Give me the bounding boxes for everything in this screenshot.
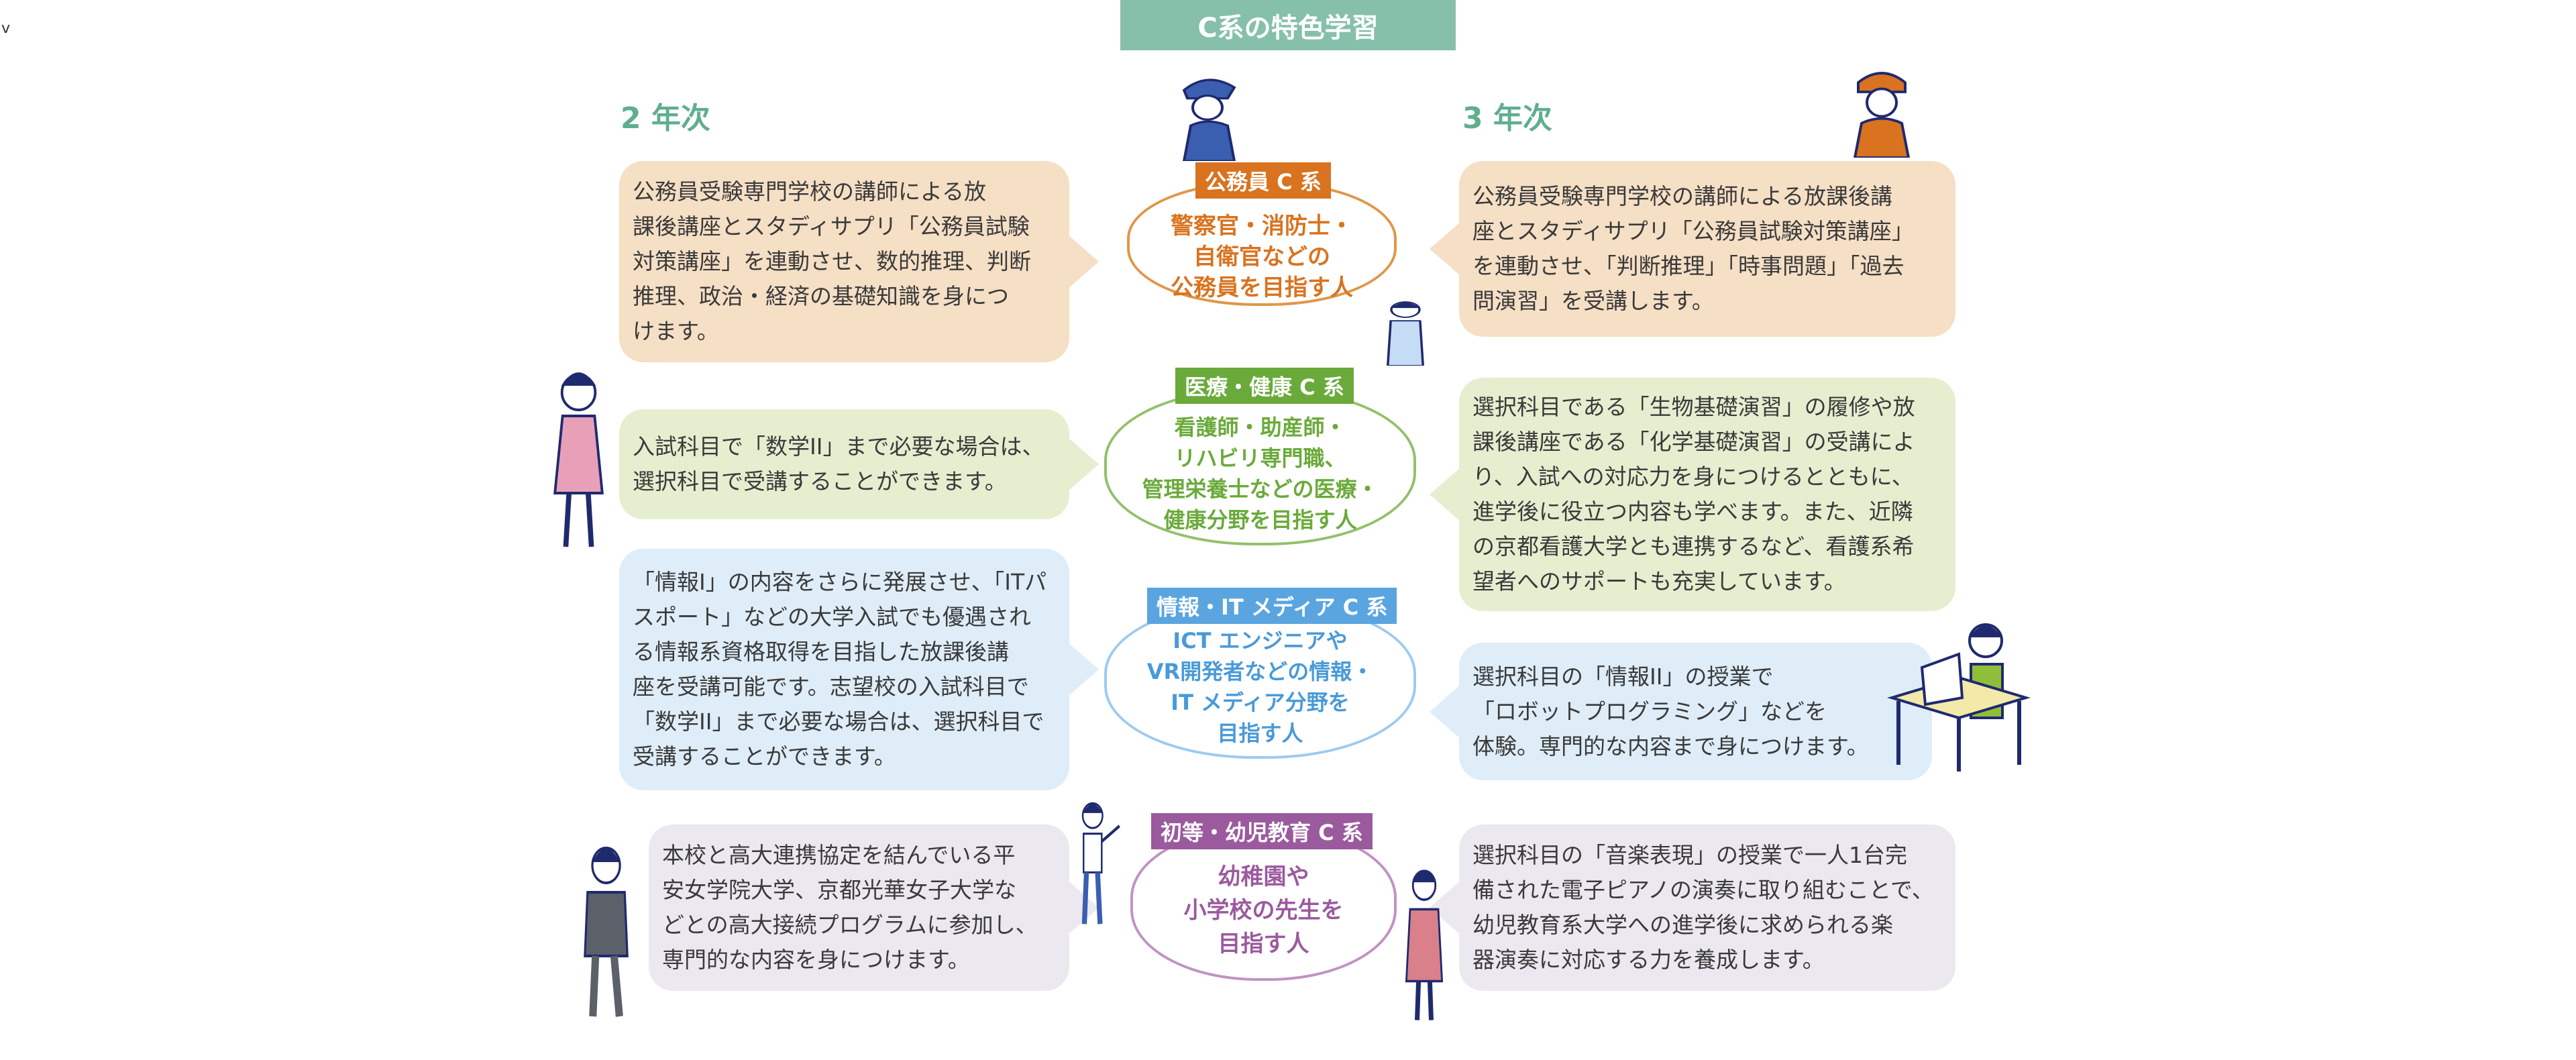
koumuin-target: 警察官・消防士・ 自衛官などの 公務員を目指す人	[1127, 181, 1397, 306]
jouhou-target: ICT エンジニアや VR開発者などの情報・ IT メディア分野を 目指す人	[1104, 601, 1416, 759]
koumuin-tag: 公務員 C 系	[1195, 162, 1331, 199]
shotou-target: 幼稚園や 小学校の先生を 目指す人	[1130, 827, 1397, 981]
koumuin-year2-text: 公務員受験専門学校の講師による放 課後講座とスタディサプリ「公務員試験 対策講座…	[619, 161, 1099, 362]
police-officer-illustration	[1182, 78, 1236, 161]
jouhou-year2-text: 「情報I」の内容をさらに発展させ、「ITパ スポート」などの大学入試でも優遇され…	[619, 549, 1099, 790]
shotou-year2-text: 本校と高大連携協定を結んでいる平 安女学院大学、京都光華女子大学な どとの高大接…	[649, 825, 1099, 991]
year-2-heading: 2 年次	[621, 101, 710, 136]
section-title: C系の特色学習	[1120, 0, 1456, 50]
student-boy-illustration	[1081, 802, 1120, 924]
iryou-tag: 医療・健康 C 系	[1175, 368, 1354, 404]
firefighter-illustration	[1853, 72, 1911, 158]
iryou-year2-text: 入試科目で「数学II」まで必要な場合は、 選択科目で受講することができます。	[619, 409, 1099, 519]
iryou-target: 看護師・助産師・ リハビリ専門職、 管理栄養士などの医療・ 健康分野を目指す人	[1104, 388, 1416, 545]
nurse-illustration	[553, 372, 604, 547]
iryou-year3-text: 選択科目である「生物基礎演習」の履修や放 課後講座である「化学基礎演習」の受講に…	[1430, 378, 1955, 611]
stray-mark: v	[1, 20, 11, 37]
shotou-year3-text: 選択科目の「音楽表現」の授業で一人1台完 備された電子ピアノの演奏に取り組むこと…	[1430, 825, 1955, 991]
kindergarten-teacher-illustration	[1405, 869, 1444, 1020]
student-computer-illustration	[1887, 623, 2031, 772]
jouhou-year3-text: 選択科目の「情報II」の授業で 「ロボットプログラミング」などを 体験。専門的な…	[1430, 643, 1932, 780]
shotou-tag: 初等・幼児教育 C 系	[1151, 813, 1373, 849]
year-3-heading: 3 年次	[1462, 101, 1552, 136]
medical-worker-illustration	[1386, 301, 1425, 366]
koumuin-year3-text: 公務員受験専門学校の講師による放課後講 座とスタディサプリ「公務員試験対策講座」…	[1430, 161, 1955, 337]
jouhou-tag: 情報・IT メディア C 系	[1147, 588, 1397, 624]
teacher-illustration	[584, 847, 629, 1017]
